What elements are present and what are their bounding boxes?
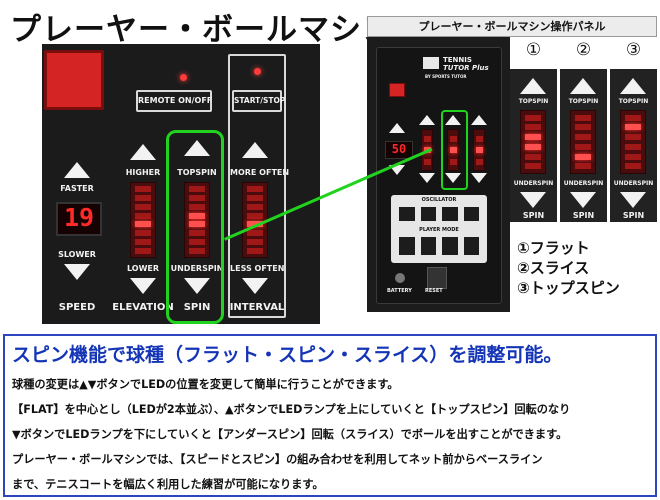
more-often-label: MORE OFTEN xyxy=(230,168,290,177)
interval-label: INTERVAL xyxy=(229,302,285,313)
strip2-leds xyxy=(570,110,596,174)
strip2-up-icon xyxy=(570,78,596,94)
player-mode-label: PLAYER MODE xyxy=(419,227,459,233)
strip3-topspin-label: TOPSPIN xyxy=(618,98,649,105)
faster-arrow-icon[interactable] xyxy=(64,162,90,178)
panel-lower-icon[interactable] xyxy=(419,173,435,183)
underspin-label: UNDERSPIN xyxy=(170,264,224,273)
description-headline: スピン機能で球種（フラット・スピン・スライス）を調整可能。 xyxy=(12,344,563,366)
strip1-spin-label: SPIN xyxy=(522,211,545,220)
more-often-arrow-icon[interactable] xyxy=(242,142,268,158)
higher-label: HIGHER xyxy=(125,168,161,177)
strip3-underspin-label: UNDERSPIN xyxy=(613,180,654,187)
underspin-arrow-icon[interactable] xyxy=(184,278,210,294)
remote-button[interactable]: REMOTE ON/OFF xyxy=(136,90,212,112)
strip2-down-icon xyxy=(570,192,596,208)
higher-arrow-icon[interactable] xyxy=(130,144,156,160)
spin-led-column xyxy=(184,182,210,258)
brand-name-sub: TUTOR Plus xyxy=(443,64,489,72)
strip-number-1: ① xyxy=(525,40,542,60)
description-line: 【FLAT】を中心とし（LEDが2本並ぶ）、▲ボタンでLEDランプを上にしていく… xyxy=(12,403,571,416)
strip2-spin-label: SPIN xyxy=(572,211,595,220)
panel-topspin-icon[interactable] xyxy=(445,115,461,125)
panel-more-often-icon[interactable] xyxy=(471,115,487,125)
control-panel-photo: TENNIS TUTOR Plus BY SPORTS TUTOR 50 OSC… xyxy=(367,37,510,312)
description-line: 球種の変更は▲▼ボタンでLEDの位置を変更して簡単に行うことができます。 xyxy=(12,378,399,391)
player-mode-buttons[interactable] xyxy=(399,237,479,255)
brand-maker: BY SPORTS TUTOR xyxy=(425,74,467,79)
remote-indicator-led xyxy=(180,74,187,81)
control-panel-title: プレーヤー・ボールマシン操作パネル xyxy=(367,16,657,37)
description-line: ▼ボタンでLEDランプを下にしていくと【アンダースピン】回転（スライス）でボール… xyxy=(12,428,568,441)
strip1-underspin-label: UNDERSPIN xyxy=(513,180,554,187)
strip2-topspin-label: TOPSPIN xyxy=(568,98,599,105)
faster-label: FASTER xyxy=(60,184,94,193)
strip-number-3: ③ xyxy=(625,40,642,60)
panel-spin-leds xyxy=(447,129,459,171)
number-row xyxy=(510,37,657,69)
start-stop-label: START/STOP xyxy=(234,96,286,105)
strip3-spin-label: SPIN xyxy=(622,211,645,220)
description-box xyxy=(3,334,657,497)
page-title: プレーヤー・ボールマシン xyxy=(10,12,394,48)
less-often-arrow-icon[interactable] xyxy=(242,278,268,294)
strip3-up-icon xyxy=(620,78,646,94)
remote-label: REMOTE ON/OFF xyxy=(138,96,213,105)
legend-item-flat: ①フラット xyxy=(517,239,590,257)
spin-label: SPIN xyxy=(183,302,211,313)
strip1-topspin-label: TOPSPIN xyxy=(518,98,549,105)
battery-label: BATTERY xyxy=(387,288,412,294)
slower-label: SLOWER xyxy=(58,250,96,259)
elevation-led-column xyxy=(130,182,156,258)
lower-arrow-icon[interactable] xyxy=(130,278,156,294)
spin-legend: ①フラット ②スライス ③トップスピン xyxy=(517,238,620,298)
speed-display: 19 xyxy=(56,202,102,236)
legend-item-topspin: ③トップスピン xyxy=(517,279,620,297)
oscillator-label: OSCILLATOR xyxy=(421,197,457,203)
topspin-label: TOPSPIN xyxy=(177,168,217,177)
oscillator-buttons[interactable] xyxy=(399,207,479,221)
topspin-arrow-icon[interactable] xyxy=(184,140,210,156)
less-often-label: LESS OFTEN xyxy=(230,264,285,273)
panel-higher-icon[interactable] xyxy=(419,115,435,125)
strip1-leds xyxy=(520,110,546,174)
start-stop-button[interactable]: START/STOP xyxy=(232,90,286,112)
panel-underspin-icon[interactable] xyxy=(445,173,461,183)
control-panel-closeup: REMOTE ON/OFF START/STOP FASTER 19 SLOWE… xyxy=(42,44,320,324)
panel-speed-display: 50 xyxy=(385,141,413,159)
panel-faster-icon[interactable] xyxy=(389,123,405,133)
interval-section-frame xyxy=(228,54,286,318)
panel-slower-icon[interactable] xyxy=(389,165,405,175)
strip2-underspin-label: UNDERSPIN xyxy=(563,180,604,187)
strip1-up-icon xyxy=(520,78,546,94)
panel-interval-leds xyxy=(473,129,485,171)
panel-less-often-icon[interactable] xyxy=(471,173,487,183)
strip-number-2: ② xyxy=(575,40,592,60)
power-button-small[interactable] xyxy=(389,83,405,97)
strip3-leds xyxy=(620,110,646,174)
description-line: まで、テニスコートを幅広く利用した練習が可能になります。 xyxy=(12,478,324,491)
strip1-down-icon xyxy=(520,192,546,208)
reset-switch[interactable] xyxy=(427,267,447,289)
battery-indicator xyxy=(395,273,405,283)
brand-logo-icon xyxy=(423,57,439,69)
strip3-down-icon xyxy=(620,192,646,208)
lower-label: LOWER xyxy=(126,264,160,273)
reset-label: RESET xyxy=(425,288,443,294)
brand-name: TENNIS xyxy=(443,56,472,64)
slower-arrow-icon[interactable] xyxy=(64,264,90,280)
elevation-label: ELEVATION xyxy=(112,302,174,313)
description-line: プレーヤー・ボールマシンでは、【スピードとスピン】の組み合わせを利用してネット前… xyxy=(12,453,543,466)
legend-item-slice: ②スライス xyxy=(517,259,590,277)
power-button[interactable] xyxy=(44,50,104,110)
spin-highlight-frame xyxy=(166,130,224,324)
panel-spin-highlight xyxy=(441,110,468,190)
speed-label: SPEED xyxy=(58,302,96,313)
start-indicator-led xyxy=(254,68,261,75)
